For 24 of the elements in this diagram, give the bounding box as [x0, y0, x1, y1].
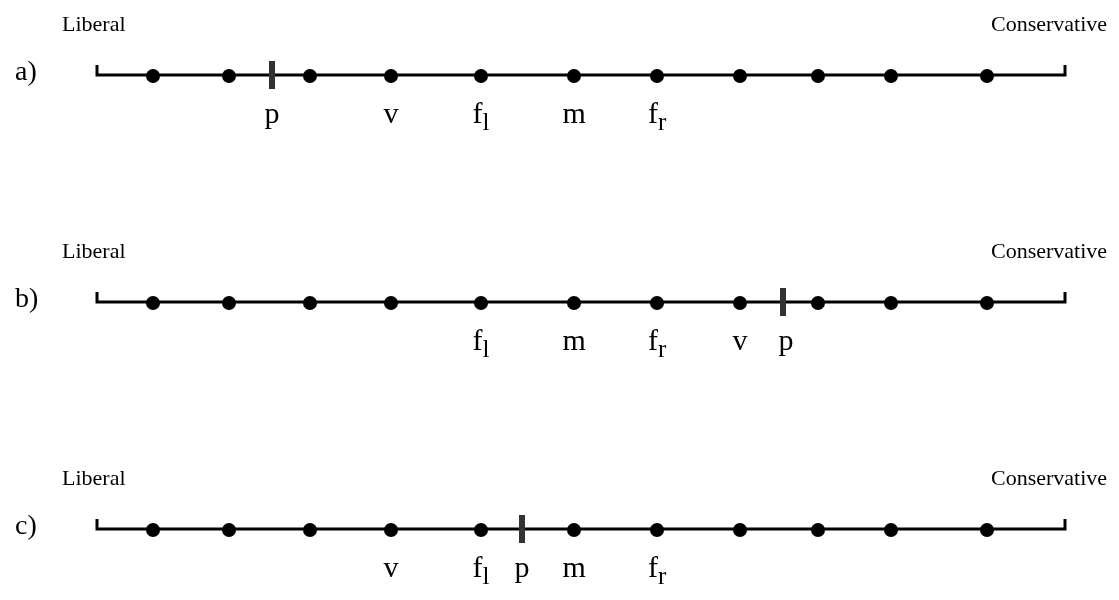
axis-end-label: Liberal: [62, 13, 126, 35]
axis-end-label: Conservative: [991, 240, 1108, 262]
point-label: v: [383, 552, 399, 582]
point-label: m: [562, 325, 586, 355]
panel-letter: a): [15, 57, 37, 85]
axis-end-label: Liberal: [62, 467, 126, 489]
axis-end-label: Liberal: [62, 240, 126, 262]
point-label: f$_{r}$: [648, 98, 667, 134]
point-label: f$_{r}$: [648, 552, 667, 588]
point-label: f$_{l}$: [472, 552, 490, 588]
axis-end-label: Conservative: [991, 467, 1108, 489]
point-label: v: [732, 325, 748, 355]
point-label: p: [264, 98, 280, 128]
panel-letter: c): [15, 511, 37, 539]
point-label: p: [778, 325, 794, 355]
panel-letter: b): [15, 284, 39, 312]
point-label: f$_{r}$: [648, 325, 667, 361]
axis-end-label: Conservative: [991, 13, 1108, 35]
point-label: p: [514, 552, 530, 582]
point-label: v: [383, 98, 399, 128]
point-label: f$_{l}$: [472, 98, 490, 134]
point-label: f$_{l}$: [472, 325, 490, 361]
point-label: m: [562, 552, 586, 582]
point-label: m: [562, 98, 586, 128]
